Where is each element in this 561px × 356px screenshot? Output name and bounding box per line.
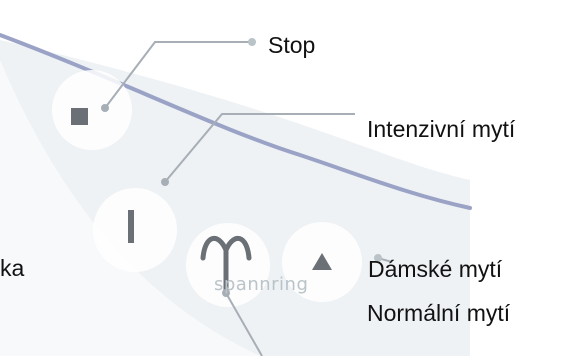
intensive-button-disc <box>93 188 177 272</box>
stop-button-disc <box>52 70 132 150</box>
label-normal: Normální mytí <box>367 300 511 326</box>
stop-leader-end-dot <box>248 38 256 46</box>
stop-square-icon <box>71 108 88 125</box>
normal-arc-icon <box>200 236 252 295</box>
intensive-bar-icon <box>128 210 134 243</box>
normal-leader-dot <box>222 289 230 297</box>
label-intensive: Intenzivní mytí <box>367 116 516 142</box>
normal-leader <box>225 292 263 356</box>
label-partial-left: ka <box>0 255 25 281</box>
label-ladies: Dámské mytí <box>368 256 503 282</box>
ladies-leader-dot <box>374 254 382 262</box>
intensive-leader-dot <box>161 178 169 186</box>
brand-mark: spannring <box>214 274 309 295</box>
stop-leader <box>104 41 252 109</box>
intensive-leader <box>164 113 355 183</box>
stop-leader-dot <box>101 104 109 112</box>
ladies-triangle-icon <box>312 253 332 270</box>
label-stop: Stop <box>268 32 316 58</box>
panel-fade <box>0 60 260 356</box>
